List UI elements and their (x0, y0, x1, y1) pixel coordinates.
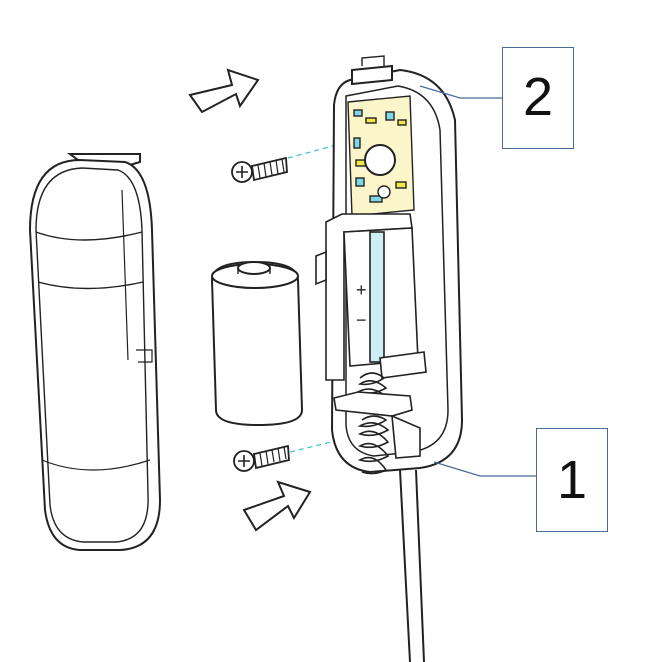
bottom-clamp (333, 391, 421, 459)
battery-compartment (315, 213, 427, 381)
battery (210, 260, 304, 427)
callout-2-label: 2 (522, 67, 554, 127)
callout-2: 2 (502, 47, 574, 149)
callout-1-label: 1 (556, 450, 588, 510)
battery-plus-mark: + (356, 280, 367, 300)
arrow-lower (242, 480, 312, 532)
battery-minus-mark: − (356, 310, 367, 330)
arrow-upper (188, 68, 260, 114)
front-cover (28, 153, 162, 551)
screw-bottom (233, 444, 290, 472)
cable (399, 469, 425, 662)
callout-leaders (419, 85, 537, 477)
pcb-board (347, 95, 415, 217)
callout-1: 1 (536, 428, 608, 532)
screw-top (231, 156, 288, 183)
